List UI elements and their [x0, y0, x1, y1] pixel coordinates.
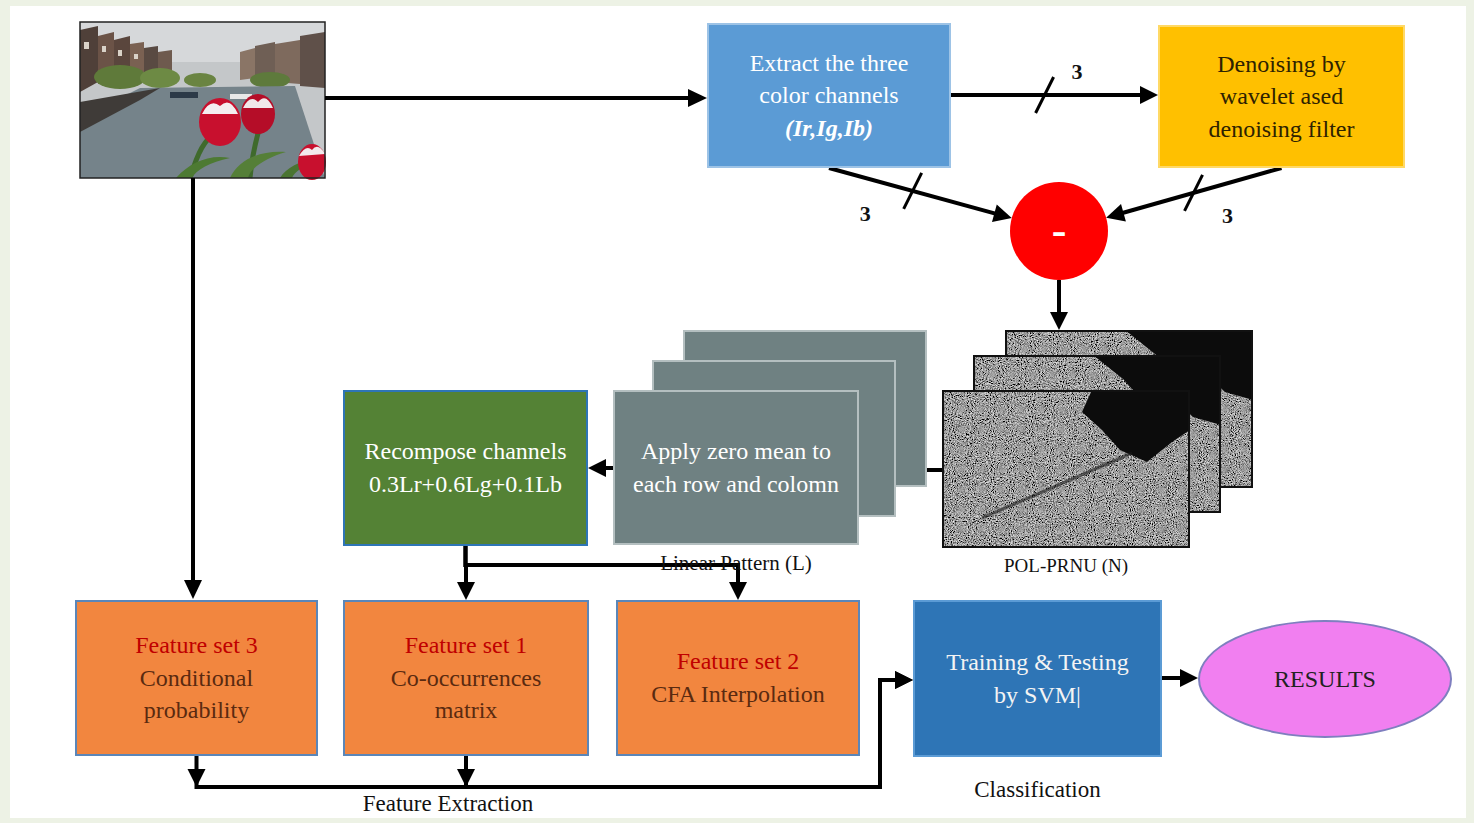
svm-node: Training & Testing by SVM|Classification [913, 600, 1162, 757]
bus-width-label: 3 [857, 202, 874, 226]
node-heading: Feature set 1 [405, 629, 528, 662]
bus-slash [904, 173, 922, 209]
connector [1106, 168, 1281, 221]
arrow-head [992, 205, 1012, 222]
node-content: Extract the three color channels(Ir,Ig,I… [709, 25, 949, 166]
node-text: CFA Interpolation [651, 678, 825, 711]
node-content: Denoising by wavelet ased denoising filt… [1160, 27, 1403, 166]
feat-node: Feature set 1Co-occurrences matrix [343, 600, 589, 756]
connector-line [1162, 676, 1182, 680]
arrow-head [588, 459, 606, 477]
node-content: RESULTS [1200, 622, 1450, 736]
node-text: Apply zero mean to each row and colomn [631, 435, 841, 500]
denoise-node: Denoising by wavelet ased denoising filt… [1158, 25, 1405, 168]
node-content [942, 390, 1190, 548]
merge-head [457, 769, 475, 787]
node-content: Feature set 1Co-occurrences matrix [345, 602, 587, 754]
bus-slash [1036, 77, 1054, 113]
node-text: (Ir,Ig,Ib) [785, 112, 873, 145]
node-content: Feature set 3Conditional probability [77, 602, 316, 754]
connector [1050, 280, 1068, 330]
noise-fill [942, 390, 1190, 548]
dark-region [1082, 390, 1190, 462]
bus-slash [1185, 175, 1203, 211]
arrow-head [1050, 312, 1068, 330]
connector [951, 77, 1158, 113]
node-text: - [1052, 209, 1067, 253]
feat-node: Feature set 3Conditional probability [75, 600, 318, 756]
arrow-head [457, 582, 475, 600]
node-text: Co-occurrences matrix [363, 662, 569, 727]
noise-streak [982, 453, 1132, 518]
section-label: Feature Extraction [359, 791, 538, 817]
arrow-head [895, 671, 913, 689]
recompose-node: Recompose channels 0.3Lr+0.6Lg+0.1Lb [343, 390, 588, 546]
extract-node: Extract the three color channels(Ir,Ig,I… [707, 23, 951, 168]
node-caption: Linear Pattern (L) [583, 551, 889, 576]
node-text: Extract the three color channels [727, 47, 931, 112]
node-content: Feature set 2CFA Interpolation [618, 602, 858, 754]
node-heading: Feature set 3 [135, 629, 258, 662]
node-content: Recompose channels 0.3Lr+0.6Lg+0.1Lb [345, 392, 586, 544]
node-caption: Classification [885, 777, 1190, 803]
connector [1162, 669, 1198, 687]
results-node: RESULTS [1198, 620, 1452, 738]
merge-head [188, 769, 206, 787]
node-content: - [1010, 182, 1108, 280]
zeromean-node: Apply zero mean to each row and colomnLi… [613, 390, 859, 545]
connector-line [1057, 280, 1061, 314]
noise-image [942, 390, 1190, 548]
node-text: Denoising by wavelet ased denoising filt… [1178, 48, 1385, 146]
minus-node: - [1010, 182, 1108, 280]
node-text: Recompose channels 0.3Lr+0.6Lg+0.1Lb [363, 435, 568, 500]
arrow-head [729, 582, 747, 600]
connector-line [829, 168, 996, 214]
node-caption: POL-PRNU (N) [912, 555, 1220, 577]
arrow-head [1106, 204, 1126, 221]
node-text: Training & Testing by SVM| [933, 646, 1142, 711]
node-content: Apply zero mean to each row and colomn [613, 390, 859, 545]
connector-line [1122, 168, 1282, 213]
feat-node: Feature set 2CFA Interpolation [616, 600, 860, 756]
arrow-head [895, 671, 913, 689]
image-border [943, 391, 1189, 547]
prnu-node: POL-PRNU (N) [942, 390, 1190, 548]
arrow-head [1140, 86, 1158, 104]
front-sheet [613, 390, 859, 545]
bus-width-label: 3 [1219, 204, 1236, 228]
arrow-head [1180, 669, 1198, 687]
node-text: RESULTS [1274, 663, 1376, 696]
connector [588, 459, 613, 477]
node-content: Training & Testing by SVM| [915, 602, 1160, 755]
node-heading: Feature set 2 [677, 645, 800, 678]
node-text: Conditional probability [95, 662, 298, 727]
photo [80, 22, 326, 180]
bus-width-label: 3 [1069, 60, 1086, 84]
